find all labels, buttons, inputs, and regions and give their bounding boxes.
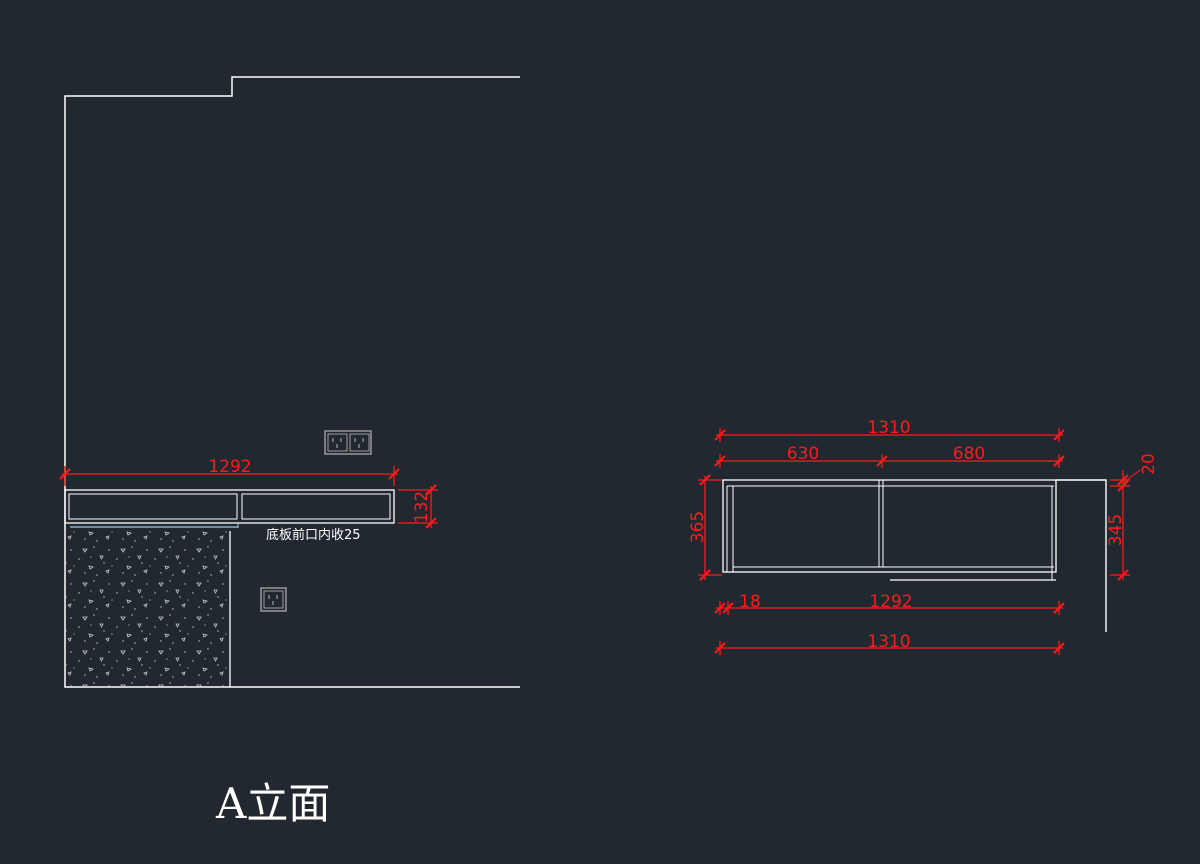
dimension-right-height — [1110, 469, 1141, 581]
plan-wall-line — [1056, 479, 1107, 632]
dimension-label-345: 345 — [1106, 514, 1126, 546]
dimension-label-top-1310: 1310 — [867, 418, 910, 438]
shelf-compartment-right — [241, 493, 391, 520]
shelf-compartment-left — [68, 493, 238, 520]
dimension-label-1292: 1292 — [208, 457, 251, 477]
dimension-label-20: 20 — [1139, 453, 1159, 475]
dimension-label-bottom-1310: 1310 — [867, 632, 910, 652]
dimension-overall-width — [59, 466, 400, 486]
elevation-view: 1292 132 底板前口内收25 A立面 — [59, 76, 520, 828]
dimension-label-18: 18 — [739, 592, 761, 612]
bottom-board-note: 底板前口内收25 — [266, 527, 361, 543]
elevation-title: A立面 — [215, 779, 330, 828]
double-outlet-icon — [324, 430, 372, 455]
dimension-label-680: 680 — [953, 444, 985, 464]
dimension-bottom-split — [714, 601, 1065, 615]
wall-outline — [64, 76, 520, 688]
dimension-left-height — [698, 474, 722, 581]
dimension-label-365: 365 — [688, 511, 708, 543]
concrete-column — [66, 531, 230, 686]
dimension-top-split — [714, 454, 1065, 468]
wall-shelf — [64, 489, 395, 524]
dimension-label-bottom-1292: 1292 — [869, 592, 912, 612]
plan-cabinet-outer — [722, 479, 1057, 573]
dimension-top-total — [714, 428, 1065, 442]
dimension-label-132: 132 — [412, 491, 432, 523]
dimension-label-630: 630 — [787, 444, 819, 464]
dimension-bottom-total — [714, 641, 1065, 655]
plan-view: 1310 630 680 365 — [688, 418, 1159, 655]
single-outlet-icon — [260, 587, 287, 612]
dimension-shelf-height — [398, 484, 438, 529]
